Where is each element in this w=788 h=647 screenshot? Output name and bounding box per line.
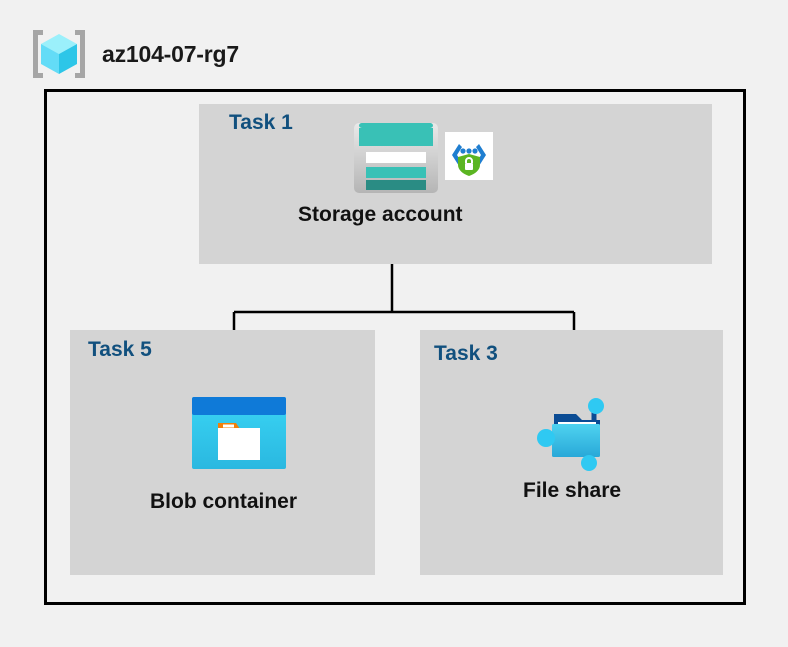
resource-caption-file-share: File share xyxy=(523,479,622,502)
resource-group-boundary xyxy=(44,89,746,605)
resource-group-name: az104-07-rg7 xyxy=(102,40,239,67)
task-label-task3: Task 3 xyxy=(434,342,498,365)
resource-caption-blob-container: Blob container xyxy=(150,490,298,513)
resource-group-cube-icon xyxy=(30,28,88,80)
secure-endpoint-shield-icon xyxy=(445,132,493,180)
blob-container-icon xyxy=(192,397,286,469)
panel-task1 xyxy=(199,104,712,264)
task-label-task1: Task 1 xyxy=(229,111,293,134)
storage-account-icon xyxy=(353,122,439,194)
task-label-task5: Task 5 xyxy=(88,338,152,361)
file-share-icon xyxy=(532,392,616,472)
resource-caption-storage-account: Storage account xyxy=(298,203,463,226)
resource-group-header: az104-07-rg7 xyxy=(30,26,430,82)
